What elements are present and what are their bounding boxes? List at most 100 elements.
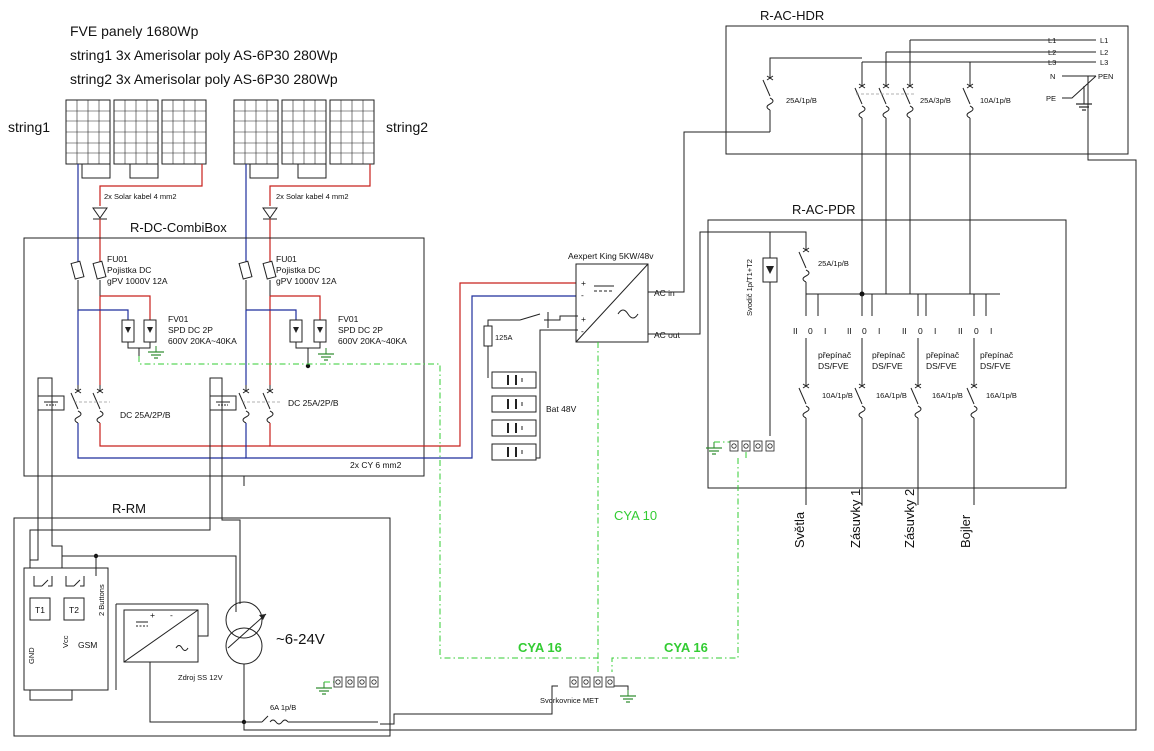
- pos-0-4: 0: [974, 326, 979, 336]
- output-zasuvky2: Zásuvky 2: [902, 489, 917, 548]
- cable-cya10: CYA 10: [614, 508, 657, 523]
- pdr-terminal-block: [611, 440, 775, 672]
- cable-cya16-b: CYA 16: [664, 640, 708, 655]
- pdr-frame: [707, 219, 1067, 489]
- dc-breaker-string2: [238, 384, 280, 424]
- spd-b-name: SPD DC 2P: [338, 325, 383, 335]
- spd-string1: [121, 319, 165, 359]
- pos-i-1: I: [824, 326, 826, 336]
- switch-3-l1: přepínač: [926, 350, 960, 360]
- pos-0-1: 0: [808, 326, 813, 336]
- pos-0-2: 0: [862, 326, 867, 336]
- switch-2-l1: přepínač: [872, 350, 906, 360]
- breaker-aux-2: [209, 377, 237, 411]
- pdr-title: R-AC-PDR: [792, 202, 856, 217]
- dc-cable-label: 2x CY 6 mm2: [350, 460, 402, 470]
- fuse-a-rating: gPV 1000V 12A: [107, 276, 168, 286]
- spd-a-id: FV01: [168, 314, 189, 324]
- pdr-brk-2: 16A/1p/B: [876, 391, 907, 400]
- pos-ii-3: II: [902, 326, 907, 336]
- string1-spec: string1 3x Amerisolar poly AS-6P30 280Wp: [70, 47, 338, 63]
- switch-1-l1: přepínač: [818, 350, 852, 360]
- spd-string2: [289, 319, 335, 369]
- pv-string2-panels: [233, 99, 375, 179]
- output-zasuvky1: Zásuvky 1: [848, 489, 863, 548]
- spd-a-rating: 600V 20KA~40KA: [168, 336, 237, 346]
- hdr-pe: PE: [1046, 94, 1056, 103]
- string2-label: string2: [386, 119, 428, 135]
- pv-string1-panels: [65, 99, 207, 179]
- gsm-gnd: GND: [27, 647, 36, 664]
- switch-4-l1: přepínač: [980, 350, 1014, 360]
- battery-label: Bat 48V: [546, 404, 577, 414]
- fuse-string2: [238, 260, 277, 280]
- gsm-t1: T1: [35, 605, 45, 615]
- pos-i-3: I: [934, 326, 936, 336]
- pos-i-2: I: [878, 326, 880, 336]
- pdr-surge-arrester: [762, 232, 778, 436]
- pos-0-3: 0: [918, 326, 923, 336]
- trafo-label: ~6-24V: [276, 631, 325, 648]
- met-label: Svorkovnice MET: [540, 696, 599, 705]
- battery-fuse-label: 125A: [495, 333, 513, 342]
- pv-header: FVE panely 1680Wp string1 3x Amerisolar …: [70, 23, 338, 87]
- output-svetla: Světla: [792, 511, 807, 548]
- pdr-changeover-4: II 0 I přepínač DS/FVE 16A/1p/B: [958, 294, 1017, 505]
- hdr-l2: L2: [1048, 48, 1056, 57]
- hdr-pen: PEN: [1098, 72, 1113, 81]
- rm-breaker-6a: [243, 76, 1137, 731]
- switch-1-l2: DS/FVE: [818, 361, 849, 371]
- gsm-t2: T2: [69, 605, 79, 615]
- fuse-string1: [70, 260, 107, 280]
- pos-ii-4: II: [958, 326, 963, 336]
- pdr-changeover-3: II 0 I přepínač DS/FVE 16A/1p/B: [902, 294, 963, 505]
- diode-1: [92, 207, 108, 262]
- psu-label: Zdroj SS 12V: [178, 673, 223, 682]
- dc-breaker-a-label: DC 25A/2P/B: [120, 410, 171, 420]
- solar-cable-2: 2x Solar kabel 4 mm2: [276, 192, 349, 201]
- pdr-brk-1: 10A/1p/B: [822, 391, 853, 400]
- string2-spec: string2 3x Amerisolar poly AS-6P30 280Wp: [70, 71, 338, 87]
- hdr-phase-lines: [769, 39, 1097, 111]
- spd-b-rating: 600V 20KA~40KA: [338, 336, 407, 346]
- rm-frame: [13, 517, 391, 737]
- psu-plus: +: [150, 610, 155, 620]
- combibox-frame: [23, 237, 425, 477]
- inverter-ac-out: AC out: [654, 330, 681, 340]
- battery-bank: [491, 371, 537, 461]
- pdr-changeover-2: II 0 I přepínač DS/FVE 16A/1p/B: [847, 294, 907, 505]
- fuse-a-name: Pojistka DC: [107, 265, 151, 275]
- solar-cable-1: 2x Solar kabel 4 mm2: [104, 192, 177, 201]
- inverter-ac-in: AC in: [654, 288, 675, 298]
- inv-bat-minus: -: [581, 326, 584, 336]
- rm-terminal-block: [315, 676, 379, 695]
- hdr-title: R-AC-HDR: [760, 8, 824, 23]
- gsm-vcc: Vcc: [61, 635, 70, 648]
- hdr-l2-r: L2: [1100, 48, 1108, 57]
- gsm-module: [23, 553, 237, 701]
- pdr-brk-4: 16A/1p/B: [986, 391, 1017, 400]
- hdr-breakers: [762, 71, 974, 119]
- spd-a-name: SPD DC 2P: [168, 325, 213, 335]
- pv-total-power: FVE panely 1680Wp: [70, 23, 199, 39]
- fuse-b-id: FU01: [276, 254, 297, 264]
- switch-4-l2: DS/FVE: [980, 361, 1011, 371]
- transformer: [225, 601, 267, 725]
- rm-breaker-label: 6A 1p/B: [270, 703, 296, 712]
- switch-3-l2: DS/FVE: [926, 361, 957, 371]
- pdr-changeover-1: II 0 I přepínač DS/FVE 10A/1p/B: [793, 294, 853, 505]
- switch-2-l2: DS/FVE: [872, 361, 903, 371]
- psu-12v: + -: [115, 603, 244, 723]
- hdr-b1: 25A/1p/B: [786, 96, 817, 105]
- dc-breaker-string1: [70, 384, 110, 424]
- fuse-b-name: Pojistka DC: [276, 265, 320, 275]
- pos-i-4: I: [990, 326, 992, 336]
- cable-cya16-a: CYA 16: [518, 640, 562, 655]
- inverter-box: + - + -: [575, 263, 649, 343]
- pdr-brk-3: 16A/1p/B: [932, 391, 963, 400]
- met-terminal-block: [380, 676, 637, 725]
- pos-ii-2: II: [847, 326, 852, 336]
- hdr-b2: 25A/3p/B: [920, 96, 951, 105]
- inverter-name: Aexpert King 5KW/48v: [568, 251, 654, 261]
